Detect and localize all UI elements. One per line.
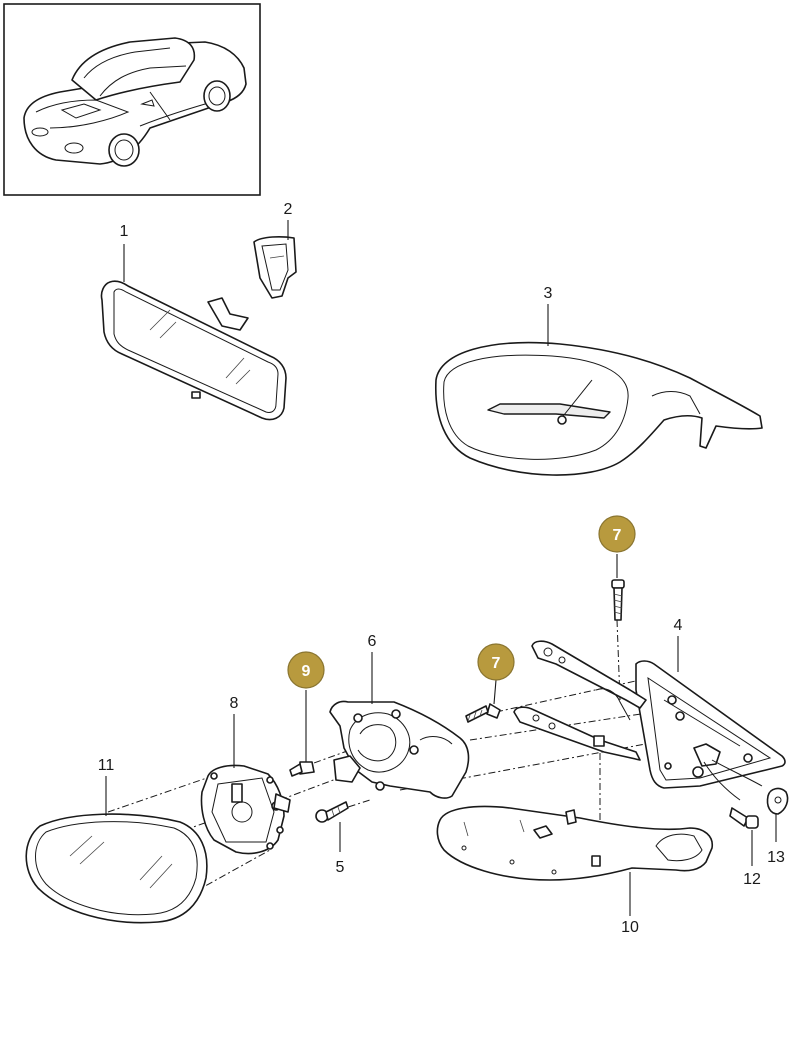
adjuster-housing-icon [329,700,470,799]
screw-icon [315,801,349,823]
part-13-rubber-plug: 13 [766,787,789,866]
car-thumbnail [3,3,261,196]
screw-icon [465,703,501,723]
screw-icon [289,761,315,777]
part-3-mirror-housing: 3 [435,285,763,476]
badge-9: 9 [287,651,325,762]
screw-9 [289,761,315,777]
rearview-mirror-icon [100,280,287,421]
callout-9: 9 [302,663,311,680]
screw-icon [611,579,625,621]
callout-7-middle: 7 [492,655,501,672]
mirror-housing-icon [435,341,763,476]
callout-11: 11 [98,757,115,774]
badge-7-top: 7 [598,515,636,578]
callout-2: 2 [284,201,293,218]
callout-7-top: 7 [613,527,622,544]
callout-10: 10 [621,919,639,936]
mirror-cover-icon [436,805,714,881]
part-10-mirror-cover: 10 [436,805,714,936]
screw-7-top [611,579,625,621]
callout-5: 5 [336,859,345,876]
screw-7-middle [465,703,501,723]
part-4-mirror-base: 4 [635,617,786,789]
wires [703,759,763,801]
part-2-mirror-mount: 2 [253,201,297,299]
badge-7-middle: 7 [477,643,515,705]
mirror-glass-icon [25,813,208,924]
part-5-screw: 5 [315,801,349,876]
callout-8: 8 [230,695,239,712]
part-11-mirror-glass: 11 [25,757,208,924]
adjuster-bracket-icon [513,640,647,761]
mirror-motor-plate-icon [200,764,291,855]
callout-3: 3 [544,285,553,302]
screw-icon [729,807,759,829]
adjuster-bracket [513,640,647,761]
callout-12: 12 [743,871,761,888]
badge-7-middle-circle [477,643,515,681]
part-8-mirror-motor-plate: 8 [200,695,291,855]
mirror-base-icon [635,660,786,789]
callout-6: 6 [368,633,377,650]
mirror-mount-icon [253,236,297,299]
callout-4: 4 [674,617,683,634]
part-6-adjuster-housing: 6 [329,633,470,799]
car-thumbnail-icon [23,37,247,167]
part-1-rearview-mirror: 1 [100,223,287,421]
badge-7-top-circle [598,515,636,553]
badge-9-circle [287,651,325,689]
rubber-plug-icon [766,787,789,815]
part-12-screw: 12 [729,807,761,888]
callout-13: 13 [767,849,785,866]
callout-1: 1 [120,223,129,240]
